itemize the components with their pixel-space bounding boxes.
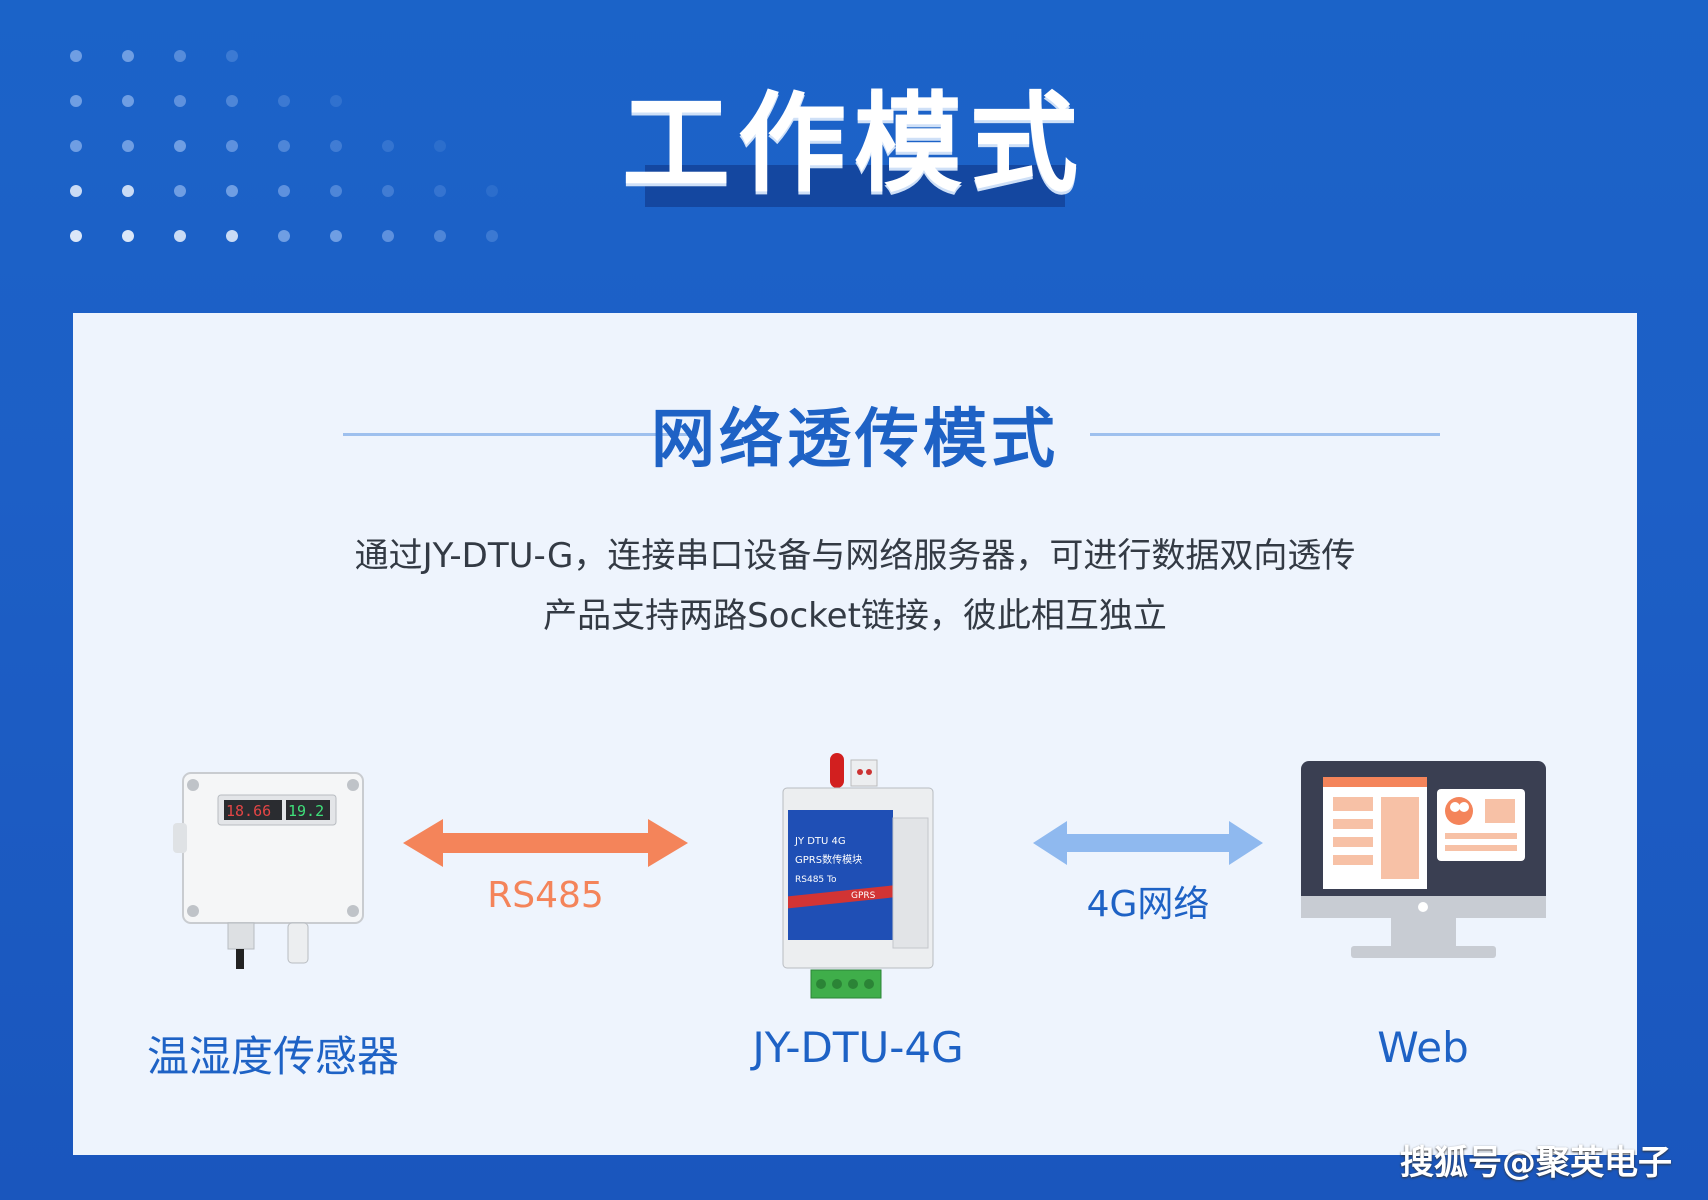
decorative-dot-grid	[60, 40, 520, 260]
dtu-front-subtitle: GPRS数传模块	[795, 853, 862, 866]
section-title: 网络透传模式	[651, 403, 1059, 477]
web-monitor-icon	[1301, 761, 1546, 958]
dtu-label: JY-DTU-4G	[752, 1023, 964, 1072]
network-double-arrow	[1033, 821, 1263, 865]
content-panel: 网络透传模式 通过JY-DTU-G，连接串口设备与网络服务器，可进行数据双向透传…	[73, 313, 1637, 1155]
watermark: 搜狐号@聚英电子	[1400, 1143, 1672, 1183]
sensor-display-right: 19.2	[288, 802, 324, 820]
dtu-front-rs485: RS485 To	[795, 875, 837, 885]
web-label: Web	[1377, 1023, 1469, 1072]
section-description-line-1: 通过JY-DTU-G，连接串口设备与网络服务器，可进行数据双向透传	[354, 536, 1356, 576]
dtu-front-gprs: GPRS	[851, 891, 876, 901]
network-label: 4G网络	[1086, 884, 1210, 925]
rs485-label: RS485	[487, 875, 604, 916]
title-left-rule	[343, 433, 693, 436]
page-title: 工作模式	[621, 82, 1086, 207]
title-right-rule	[1090, 433, 1440, 436]
section-description-line-2: 产品支持两路Socket链接，彼此相互独立	[543, 596, 1167, 636]
temperature-humidity-sensor-image: 18.66 19.2	[173, 772, 364, 969]
sensor-label: 温湿度传感器	[146, 1032, 399, 1081]
sensor-display-left: 18.66	[226, 802, 271, 820]
dtu-front-model: JY DTU 4G	[794, 836, 846, 847]
dtu-device-image: JY DTU 4G GPRS数传模块 RS485 To GPRS	[782, 753, 934, 999]
header: 工作模式	[0, 80, 1708, 210]
title-underline-bar	[645, 165, 1065, 207]
rs485-double-arrow	[403, 819, 688, 867]
